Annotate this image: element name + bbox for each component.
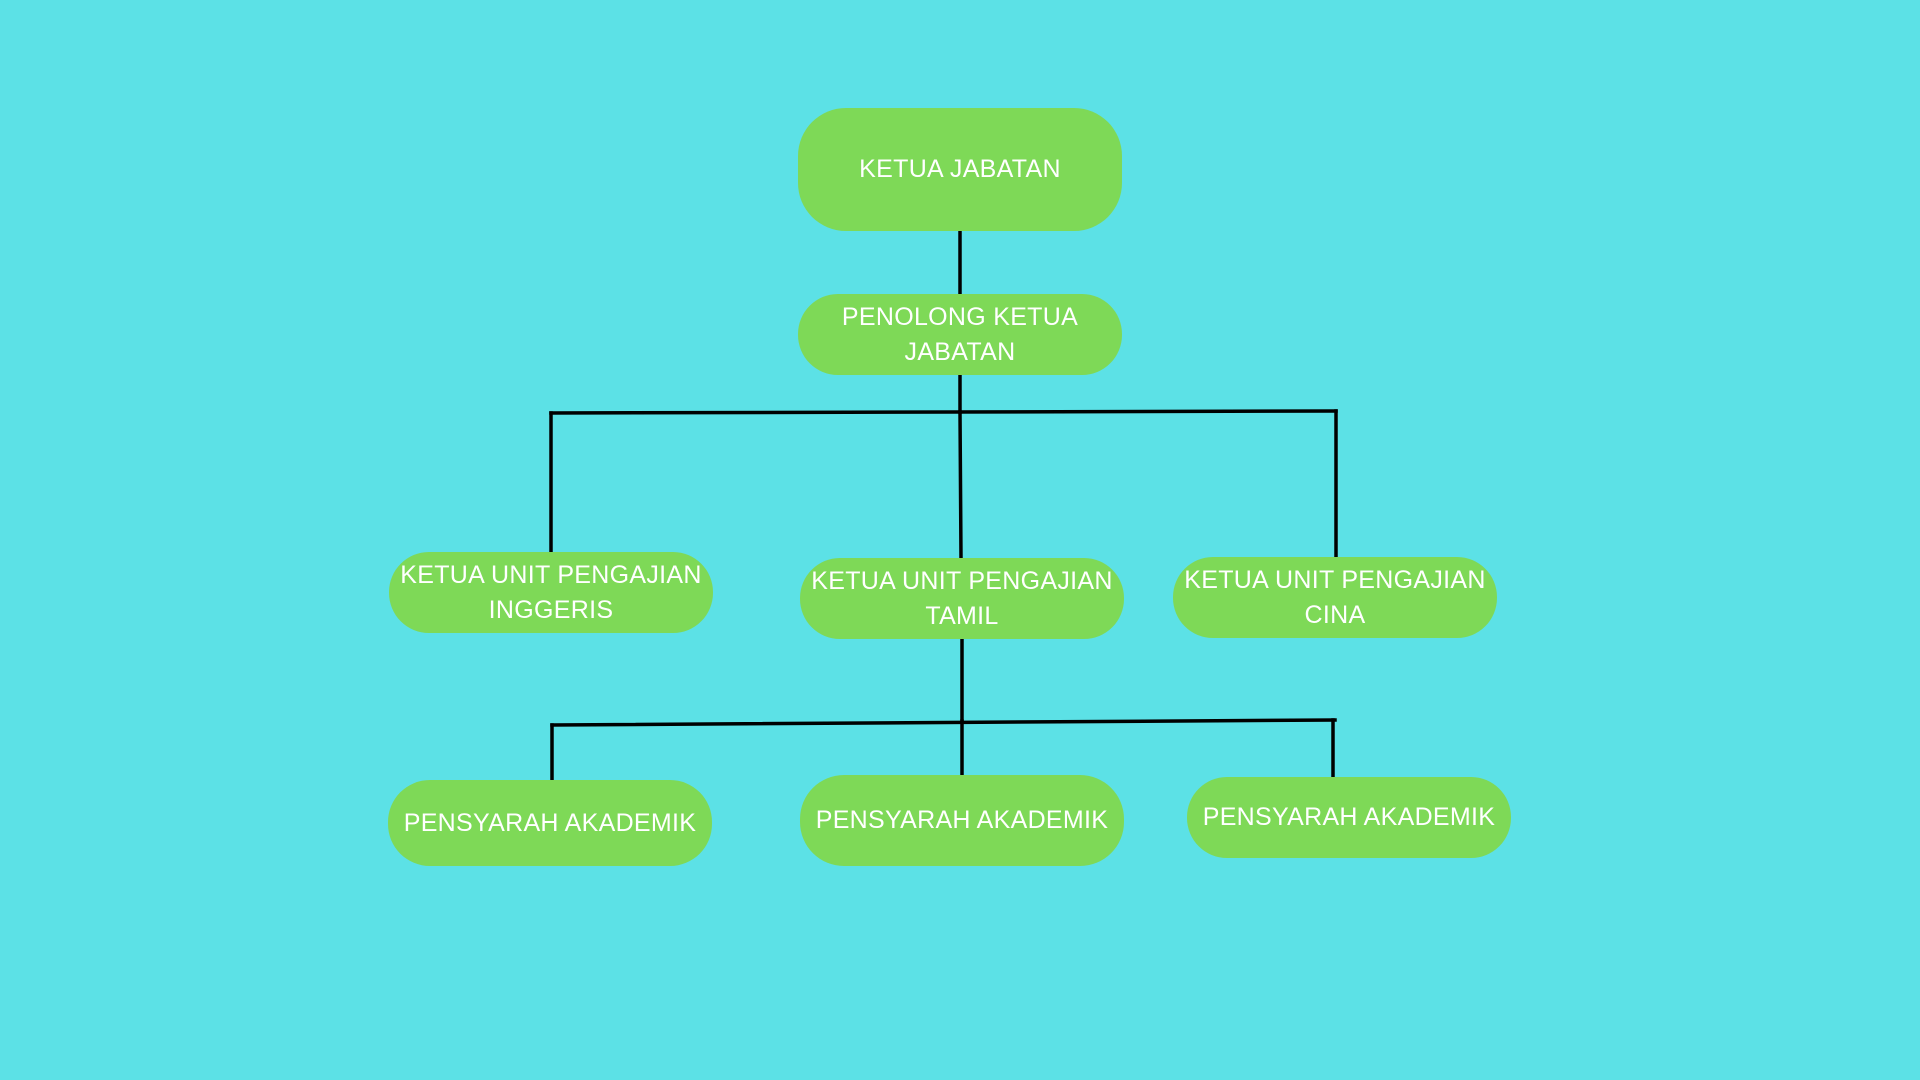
node-label: KETUA JABATAN	[859, 155, 1061, 183]
node-ketua-unit-tamil: KETUA UNIT PENGAJIAN TAMIL	[800, 558, 1124, 639]
node-pensyarah-akademik-1: PENSYARAH AKADEMIK	[388, 780, 712, 866]
node-pensyarah-akademik-2: PENSYARAH AKADEMIK	[800, 775, 1124, 866]
node-label: KETUA UNIT PENGAJIAN CINA	[1184, 565, 1486, 629]
node-ketua-unit-inggeris: KETUA UNIT PENGAJIAN INGGERIS	[389, 552, 713, 633]
node-label: PENSYARAH AKADEMIK	[815, 806, 1109, 834]
connector-lecturer-bar	[550, 718, 1337, 727]
node-label: PENSYARAH AKADEMIK	[403, 808, 697, 837]
node-label: KETUA UNIT PENGAJIAN TAMIL	[811, 566, 1113, 630]
connector-to-unit-tamil	[958, 410, 963, 560]
node-ketua-jabatan: KETUA JABATAN	[798, 108, 1122, 231]
node-penolong-ketua-jabatan: PENOLONG KETUA JABATAN	[798, 294, 1122, 375]
node-ketua-unit-cina: KETUA UNIT PENGAJIAN CINA	[1173, 557, 1497, 638]
node-pensyarah-akademik-3: PENSYARAH AKADEMIK	[1187, 777, 1511, 858]
node-label: KETUA UNIT PENGAJIAN INGGERIS	[400, 560, 702, 624]
connector-unit-bar	[549, 409, 1338, 415]
node-label: PENSYARAH AKADEMIK	[1202, 803, 1496, 831]
node-label: PENOLONG KETUA JABATAN	[841, 302, 1079, 366]
